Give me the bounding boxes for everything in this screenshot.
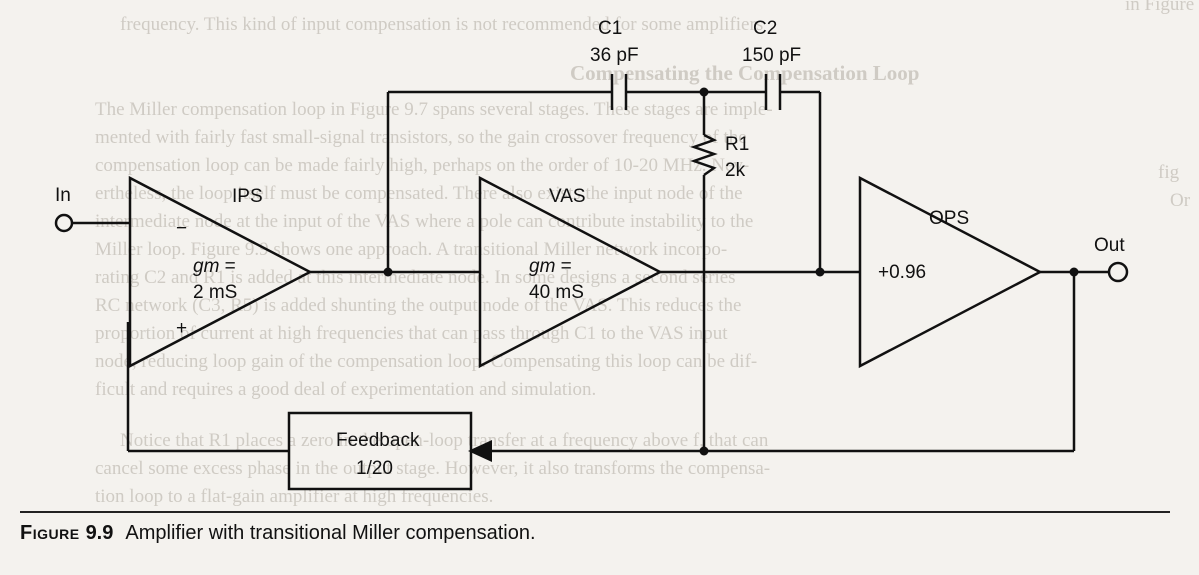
bleed-line: rating C2 and R1 is added at this interm…	[95, 267, 736, 288]
junction-dot	[1069, 267, 1079, 277]
r1-name: R1	[725, 134, 749, 155]
input-label: In	[55, 185, 71, 206]
r1-zigzag	[690, 133, 718, 177]
bleed-line: mented with fairly fast small-signal tra…	[95, 127, 747, 148]
bleed-line: ficult and requires a good deal of exper…	[95, 379, 596, 400]
vas-gm-equals: =	[555, 256, 571, 277]
caption-rule	[20, 511, 1170, 513]
junction-dot	[383, 267, 393, 277]
bleed-through-text: frequency. This kind of input compensati…	[95, 0, 1194, 507]
ips-name: IPS	[232, 186, 263, 207]
ips-plus-input: +	[176, 318, 187, 339]
bleed-side-mark: Or	[1170, 190, 1191, 211]
bleed-line: frequency. This kind of input compensati…	[120, 14, 763, 35]
ops-name: OPS	[929, 208, 969, 229]
wires	[72, 90, 1108, 453]
vas-gm-word: gm	[529, 256, 555, 277]
feedback-box	[287, 411, 473, 491]
ips-triangle	[128, 175, 313, 369]
bleed-line: intermediate node at the input of the VA…	[95, 211, 753, 232]
bleed-line: Miller loop. Figure 9.9 shows one approa…	[95, 239, 727, 260]
feedback-name: Feedback	[336, 430, 420, 451]
ops-amplifier: OPS +0.96	[858, 175, 1043, 369]
ips-gm-word: gm	[193, 256, 219, 277]
c1-value: 36 pF	[590, 45, 639, 66]
ips-minus-input: −	[176, 218, 187, 239]
junction-dot	[699, 87, 709, 97]
bleed-line: node, reducing loop gain of the compensa…	[95, 351, 757, 372]
bleed-line: The Miller compensation loop in Figure 9…	[95, 99, 773, 120]
ips-amplifier: IPS − + gm = 2 mS	[128, 175, 313, 369]
r1-resistor: R1 2k	[690, 133, 749, 181]
bleed-line: compensation loop can be made fairly hig…	[95, 155, 749, 176]
output-label: Out	[1094, 235, 1125, 256]
bleed-line: proportion of current at high frequencie…	[95, 323, 728, 344]
bleed-side-mark: in Figure	[1125, 0, 1194, 15]
bleed-side-mark: fig	[1158, 162, 1180, 183]
r1-value: 2k	[725, 160, 746, 181]
junction-dot	[815, 267, 825, 277]
bleed-line: RC network (C3, R5) is added shunting th…	[95, 295, 741, 316]
c2-name: C2	[753, 18, 777, 39]
vas-triangle	[478, 175, 663, 369]
ips-gm-equals: =	[219, 256, 235, 277]
output-port	[1107, 261, 1129, 283]
bleed-heading: Compensating the Compensation Loop	[570, 61, 919, 85]
vas-gm-value: 40 mS	[529, 282, 584, 303]
c2-value: 150 pF	[742, 45, 801, 66]
vas-amplifier: VAS gm = 40 mS	[478, 175, 663, 369]
caption-text: Amplifier with transitional Miller compe…	[125, 522, 536, 544]
c1-capacitor: C1 36 pF	[590, 18, 639, 110]
feedback-ratio: 1/20	[356, 458, 393, 479]
feedback-block: Feedback 1/20	[287, 411, 473, 491]
ops-gain: +0.96	[878, 262, 926, 283]
ips-gm-value: 2 mS	[193, 282, 237, 303]
figure-word: Figure	[20, 522, 80, 544]
bleed-line: Notice that R1 places a zero in the open…	[120, 430, 769, 451]
ops-triangle	[858, 175, 1043, 369]
vas-gm-label: gm =	[529, 256, 572, 277]
figure-number: 9.9	[85, 522, 114, 544]
input-port	[54, 213, 74, 233]
ips-gm-label: gm =	[193, 256, 236, 277]
c2-capacitor: C2 150 pF	[742, 18, 801, 110]
bleed-line: tion loop to a flat-gain amplifier at hi…	[95, 486, 493, 507]
vas-name: VAS	[549, 186, 586, 207]
junction-dot	[699, 446, 709, 456]
c1-name: C1	[598, 18, 622, 39]
bleed-line: ertheless, the loop itself must be compe…	[95, 183, 743, 204]
signal-arrow-icon	[468, 440, 492, 462]
bleed-line: cancel some excess phase in the output s…	[95, 458, 770, 479]
